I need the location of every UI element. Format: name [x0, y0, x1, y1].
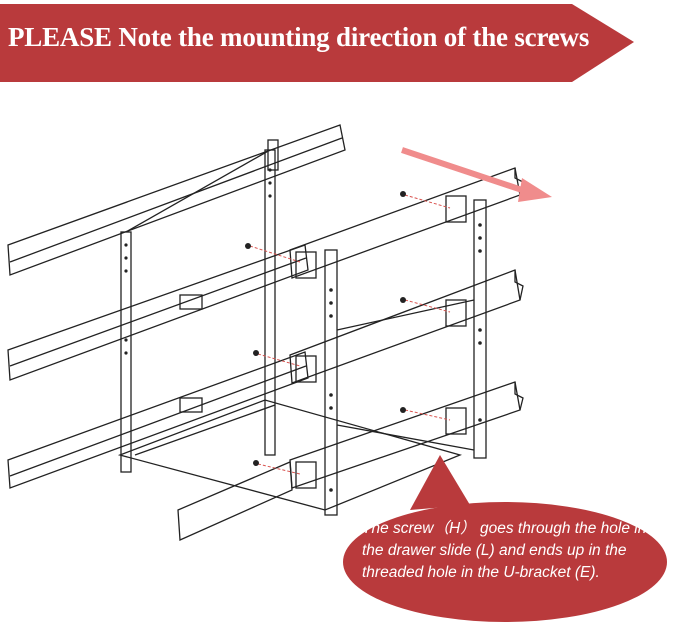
lower-crossbar [336, 424, 475, 451]
drawer-slide-left-bottom [7, 351, 309, 489]
callout-line-3: threaded hole in the U-bracket (E). [362, 564, 600, 581]
screw-icon [245, 243, 251, 249]
screw-icon [253, 350, 259, 356]
base-plate [117, 399, 462, 511]
callout-line-2: the drawer slide (L) and ends up in the [362, 542, 627, 559]
callout-text: The screw（H） goes through the hole in th… [362, 518, 652, 584]
screw-icon [400, 191, 406, 197]
banner-title: PLEASE Note the mounting direction of th… [8, 22, 590, 52]
drawer-slide-left-middle [7, 244, 309, 381]
callout-bubble [343, 455, 667, 622]
u-bracket-front-right [473, 199, 487, 459]
screw-icon [253, 460, 259, 466]
u-bracket-front-left [324, 249, 338, 516]
drawer-slide-right-bottom [177, 381, 524, 541]
mounting-direction-arrow [401, 147, 552, 202]
callout-line-1: The screw（H） goes through the hole in [362, 520, 647, 537]
drawer-slide-right-middle [289, 269, 524, 384]
screw-icon [400, 407, 406, 413]
drawer-slide-left-top [7, 124, 346, 276]
screw-icon [400, 297, 406, 303]
screw-guides [249, 194, 451, 475]
banner-arrow [0, 4, 634, 82]
